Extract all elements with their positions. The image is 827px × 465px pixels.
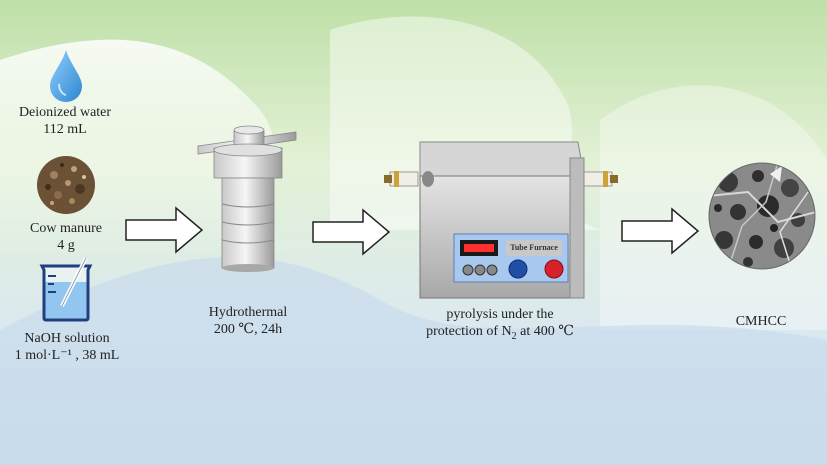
beaker-icon [39,257,93,322]
hydrothermal-label: Hydrothermal 200 ℃, 24h [208,305,288,337]
arrow-right-icon [312,208,391,256]
product-label: CMHCC [735,314,787,329]
porous-carbon-sem-icon [708,162,816,270]
naoh-label: NaOH solution 1 mol·L⁻¹ , 38 mL [14,331,120,363]
water-label: Deionized water 112 mL [18,105,112,137]
cow-manure-icon [37,156,95,214]
water-drop-icon [50,50,82,102]
arrow-right-icon [621,207,700,255]
autoclave-icon [197,125,297,272]
manure-label: Cow manure 4 g [30,221,102,253]
arrow-right-icon [125,206,204,254]
pyrolysis-label: pyrolysis under the protection of N2 at … [426,307,574,342]
tube-furnace-icon [384,141,618,299]
furnace-label: Tube Furnace [510,243,558,252]
